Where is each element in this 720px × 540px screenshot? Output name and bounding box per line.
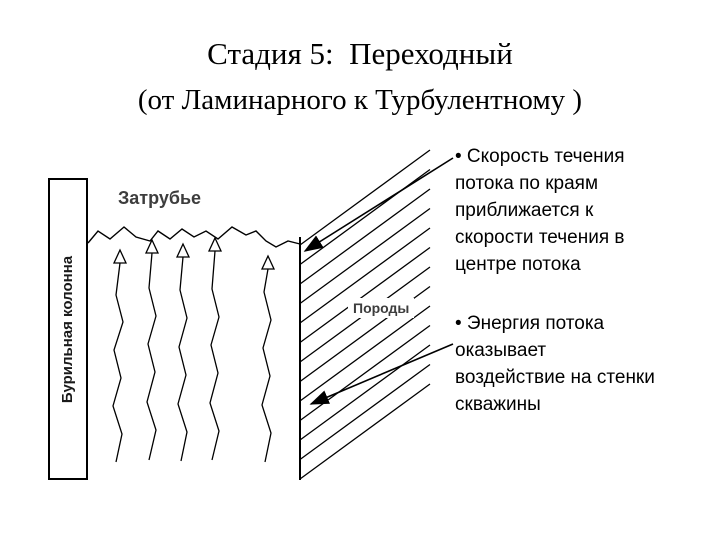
- slide-subtitle: (от Ламинарного к Турбулентному ): [137, 84, 583, 116]
- bullet-item-energy: • Энергия потока оказывает воздействие н…: [455, 313, 655, 415]
- annotation-arrow-velocity: [303, 157, 454, 252]
- annulus-top-boundary: [87, 226, 301, 248]
- rock-label: Породы: [348, 298, 415, 318]
- flow-zigzag-lines: [112, 250, 272, 463]
- drill-column-label: Бурильная колонна: [59, 255, 77, 403]
- drill-column: Бурильная колонна: [48, 178, 88, 480]
- slide-title: Стадия 5: Переходный: [207, 36, 513, 71]
- annulus-label: Затрубье: [118, 188, 202, 208]
- annotation-arrow-energy: [309, 343, 454, 405]
- bullet-item-velocity: • Скорость течения потока по краям прибл…: [455, 146, 625, 275]
- flow-arrowheads: [112, 236, 276, 270]
